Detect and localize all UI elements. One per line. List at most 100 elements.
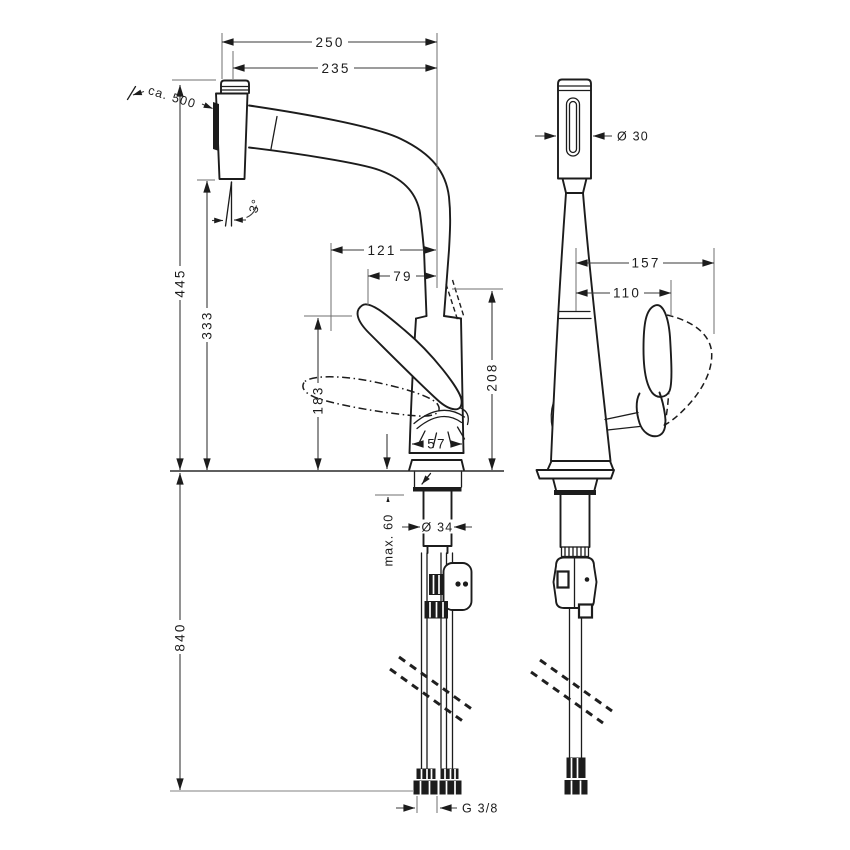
dim-label-840: 840 <box>173 622 188 651</box>
dim-label-79: 79 <box>393 269 412 284</box>
dim-79: 79 <box>367 269 437 305</box>
dim-157: 157 <box>575 248 715 334</box>
dim-label-121: 121 <box>367 243 396 258</box>
break-mark <box>539 658 613 713</box>
hose-tab <box>577 603 594 619</box>
threaded-shank <box>559 494 591 548</box>
base-plate <box>535 469 615 480</box>
break-mark <box>530 670 604 725</box>
spout-inner-edge <box>248 146 428 317</box>
dim-label-110: 110 <box>613 286 641 301</box>
dim-dia34: Ø 34 <box>402 519 472 535</box>
base-gasket <box>554 490 596 495</box>
crimp-fitting <box>566 757 586 778</box>
dim-label-235: 235 <box>321 61 350 76</box>
crimp-fitting <box>440 768 459 779</box>
dim-183: 183 <box>304 315 352 471</box>
dim-label-208: 208 <box>485 362 500 391</box>
label-mask <box>379 502 397 576</box>
handle-pivot-dome <box>413 406 469 430</box>
valve-cartridge <box>552 556 598 619</box>
base-front <box>530 460 615 795</box>
hose-connectors <box>424 574 448 619</box>
hose-end-fitting <box>564 757 588 795</box>
base-neck <box>552 477 599 491</box>
threaded-shank <box>422 490 453 554</box>
dim-label-ca500: ca. 500 <box>146 83 197 111</box>
select-handle-front <box>604 304 673 438</box>
column-band <box>557 310 592 320</box>
dim-max60: max. 60 <box>375 434 404 576</box>
body-shoulders <box>415 315 462 320</box>
spout-outer-edge <box>248 104 452 317</box>
select-handle <box>356 303 469 449</box>
shank-ribs <box>560 546 590 558</box>
spray-head-front <box>557 78 592 180</box>
dim-445: 445 <box>172 79 216 471</box>
angle-tilt-line <box>224 181 233 227</box>
neck-joint <box>561 177 588 194</box>
dim-235: 235 <box>232 51 438 79</box>
dim-label-250: 250 <box>315 35 344 50</box>
left-view-side <box>213 79 474 795</box>
pullout-spray-head <box>213 79 250 180</box>
dim-label-333: 333 <box>200 310 215 339</box>
spray-face-strip <box>213 102 219 151</box>
dimensions: 250 235 ca. 500 3° 445 <box>126 33 715 816</box>
dim-840: 840 <box>173 472 188 791</box>
spout-alt-position-dash <box>451 279 465 318</box>
column-front <box>550 177 612 462</box>
mount-hook <box>421 472 432 485</box>
right-view-front <box>530 78 713 795</box>
under-counter-left <box>389 470 474 795</box>
body-right-edge <box>460 317 465 454</box>
cartridge-dot <box>584 577 590 582</box>
spray-head-cap <box>220 79 250 94</box>
select-valve-box <box>442 562 473 611</box>
base-escutcheon <box>408 452 465 472</box>
dim-label-thread: G 3/8 <box>462 802 499 816</box>
dim-label-183: 183 <box>311 385 326 414</box>
dim-thread: G 3/8 <box>396 796 499 816</box>
spout-arm <box>248 104 465 322</box>
column-left-edge <box>550 192 567 462</box>
spray-head-body <box>215 92 249 180</box>
faucet-body <box>408 315 465 472</box>
hose-end-fittings <box>413 768 462 795</box>
dim-110: 110 <box>575 280 672 316</box>
handle-lever <box>356 303 463 411</box>
crimp-fitting <box>416 768 436 779</box>
handle-boot <box>635 391 667 438</box>
hex-nut <box>564 780 588 795</box>
dim-angle: 3° <box>212 197 264 224</box>
dim-208: 208 <box>452 288 503 471</box>
dim-dia30: Ø 30 <box>535 130 649 144</box>
dim-label-max60: max. 60 <box>382 514 396 567</box>
break-mark <box>389 667 465 724</box>
handle-lever <box>642 304 673 398</box>
handle-connection <box>604 411 641 431</box>
ribbed-connector <box>429 574 444 595</box>
spray-angle-lines <box>224 181 233 227</box>
rib-lines <box>564 546 586 558</box>
hose-break-marks <box>389 655 474 724</box>
dim-label-445: 445 <box>173 268 188 297</box>
handle-alt-position-dashed <box>302 376 440 417</box>
spout-alt-position-dash <box>445 283 459 322</box>
dim-label-dia30: Ø 30 <box>617 130 649 144</box>
break-mark <box>398 655 474 712</box>
dim-label-dia34: Ø 34 <box>422 521 454 535</box>
base-tick-marks <box>417 426 466 449</box>
hex-nut <box>413 780 438 795</box>
dim-label-157: 157 <box>631 256 660 271</box>
dim-hose-length: ca. 500 <box>126 83 213 111</box>
head-cylinder <box>557 78 592 180</box>
cartridge-window <box>556 570 570 589</box>
dim-57: 57 <box>411 437 463 452</box>
rib-band <box>560 546 590 558</box>
hex-nut <box>439 780 462 795</box>
base-flange <box>546 460 615 471</box>
dim-333: 333 <box>197 179 215 471</box>
